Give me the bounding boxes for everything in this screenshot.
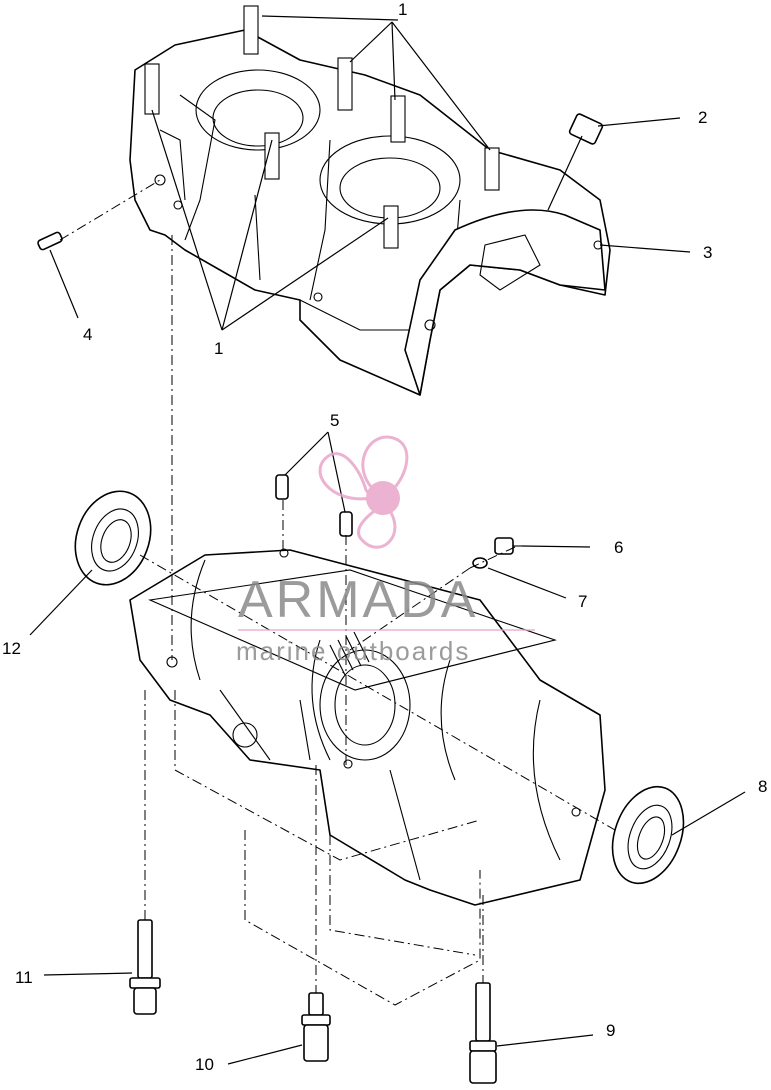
watermark-brand: ARMADA [238,571,478,629]
lower-crankcase [129,548,606,906]
callout-10: 10 [195,1055,214,1074]
callout-12: 12 [2,639,21,658]
assembly-centerlines [59,179,616,1006]
clip-part-2 [568,113,604,145]
callout-4: 4 [83,325,92,344]
upper-crankcase [129,5,611,396]
callout-1-bottom: 1 [214,339,223,358]
callout-labels: 1 1 2 3 4 5 6 7 8 9 10 11 12 [2,0,767,1074]
bolt-part-6 [494,537,522,555]
leader-lines [29,15,746,1065]
washer-part-7 [472,557,488,569]
watermark: ARMADA marine outboards [236,435,535,666]
dowel-pin-part-4 [37,231,63,251]
callout-9: 9 [606,1021,615,1040]
callout-7: 7 [578,592,587,611]
bolt-part-11 [129,919,161,1015]
callout-2: 2 [698,108,707,127]
bolt-part-9 [469,982,497,1084]
oil-seal-part-12 [74,490,152,586]
dowel-pins-part-5 [275,474,353,537]
watermark-tagline: marine outboards [236,636,470,666]
callout-3: 3 [703,243,712,262]
callout-8: 8 [758,777,767,796]
callout-11: 11 [15,968,33,987]
callout-1-top: 1 [398,0,407,19]
propeller-logo-icon [318,435,409,549]
bolt-part-10 [301,992,331,1062]
callout-6: 6 [614,538,623,557]
oil-seal-part-8 [611,785,685,885]
callout-5: 5 [330,411,339,430]
